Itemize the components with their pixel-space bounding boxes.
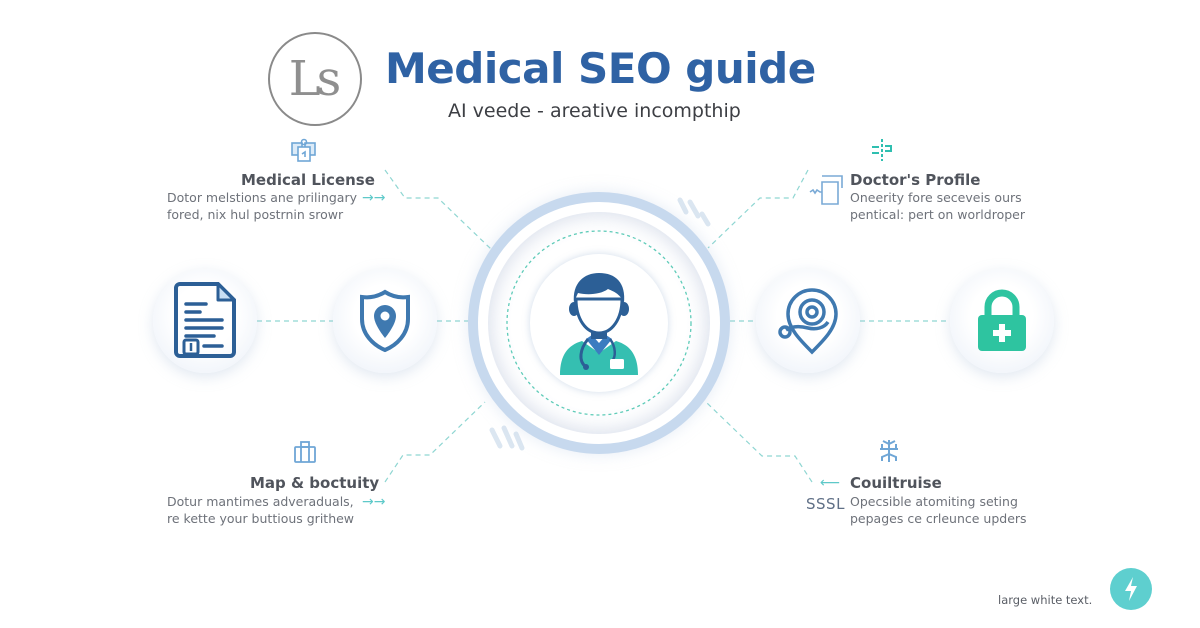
circuit-board-icon [808,172,848,212]
circuit-icon [870,138,896,166]
feature-title-map: Map & boctuity [250,474,380,492]
feature-desc-couiltruise: Opecsible atomiting seting pepages ce cr… [850,494,1027,526]
footer-text: large white text. [998,593,1093,607]
feature-title-medical-license: Medical License [241,171,375,189]
feature-desc-medical-license: Dotor melstions ane prilingary fored, ni… [167,190,358,222]
feature-desc-doctors-profile: Oneerity fore seceveis ours pentical: pe… [850,190,1025,222]
documents-icon [290,138,318,168]
stethoscope-pin-icon [778,288,838,355]
feature-title-couiltruise: Couiltruise [850,474,942,492]
feature-desc-map: Dotur mantimes adveraduals, re kette you… [167,494,355,526]
document-icon [174,282,236,358]
arrow-right-icon: →→ [362,494,386,510]
lightning-badge[interactable] [1110,568,1152,610]
tree-icon [876,438,902,468]
medical-lock-bubble[interactable] [950,269,1054,373]
page-title: Medical SEO guide [385,44,816,93]
lightning-icon [1125,577,1137,601]
stethoscope-pin-bubble[interactable] [756,269,860,373]
arrow-right-icon: →→ [362,190,386,206]
shield-location-icon [360,289,410,353]
feature-title-doctors-profile: Doctor's Profile [850,171,981,189]
arrow-left-icon: ⟵ [820,475,841,491]
page-subtitle: AI veede - areative incompthip [448,100,741,122]
building-icon [293,440,317,468]
doctor-avatar-icon [560,273,638,375]
logo: Ls [268,32,362,126]
doctor-avatar-bubble[interactable] [530,254,668,392]
shield-bubble[interactable] [333,269,437,373]
logo-text: Ls [288,51,341,107]
document-bubble[interactable] [153,269,257,373]
medical-lock-icon [978,289,1026,351]
ssl-label: SSSL [806,495,845,513]
